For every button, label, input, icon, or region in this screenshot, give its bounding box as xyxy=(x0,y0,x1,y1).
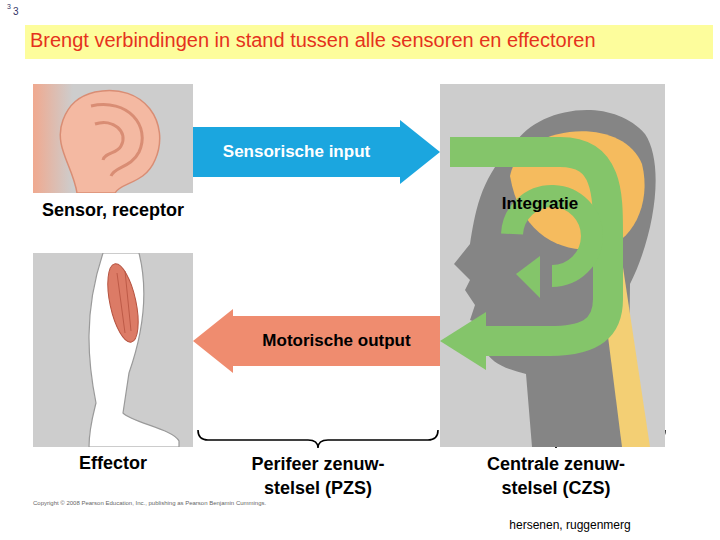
block-arrow xyxy=(193,120,440,184)
slide-title: Brengt verbindingen in stand tussen alle… xyxy=(30,29,710,52)
leg-illustration xyxy=(33,253,193,447)
bracket-label: Perifeer zenuw- stelsel (PZS) xyxy=(228,452,408,500)
leg-shape xyxy=(89,253,179,447)
bracket-label: hersenen, ruggenmerg xyxy=(490,518,650,532)
ear-shape xyxy=(60,91,159,193)
arrow-label: Motorische output xyxy=(262,331,410,351)
loop-arrowhead xyxy=(440,312,486,370)
arrow-label: Sensorische input xyxy=(223,142,370,162)
slide-number: 3 xyxy=(13,6,23,17)
cns-panel: Integratie xyxy=(440,84,665,447)
ear-fold xyxy=(95,123,123,160)
bracket-label: Centrale zenuw- stelsel (CZS) xyxy=(466,452,646,500)
sensor-panel: Sensor, receptor xyxy=(33,84,193,193)
node-label: Effector xyxy=(13,453,213,474)
integration-loop xyxy=(450,152,608,341)
curly-bracket xyxy=(198,430,438,448)
node-label: Integratie xyxy=(480,194,600,214)
block-arrow xyxy=(193,309,440,373)
muscle-fibre xyxy=(117,271,131,333)
head-illustration xyxy=(440,84,665,447)
node-label: Sensor, receptor xyxy=(13,200,213,221)
ear-fold xyxy=(91,105,142,176)
effector-panel: Effector xyxy=(33,253,193,447)
copyright-note: Copyright © 2008 Pearson Education, Inc.… xyxy=(33,500,433,506)
loop-arrowhead xyxy=(516,256,540,298)
title-band xyxy=(25,25,713,59)
calf-muscle xyxy=(102,261,144,345)
ear-illustration xyxy=(33,84,193,193)
